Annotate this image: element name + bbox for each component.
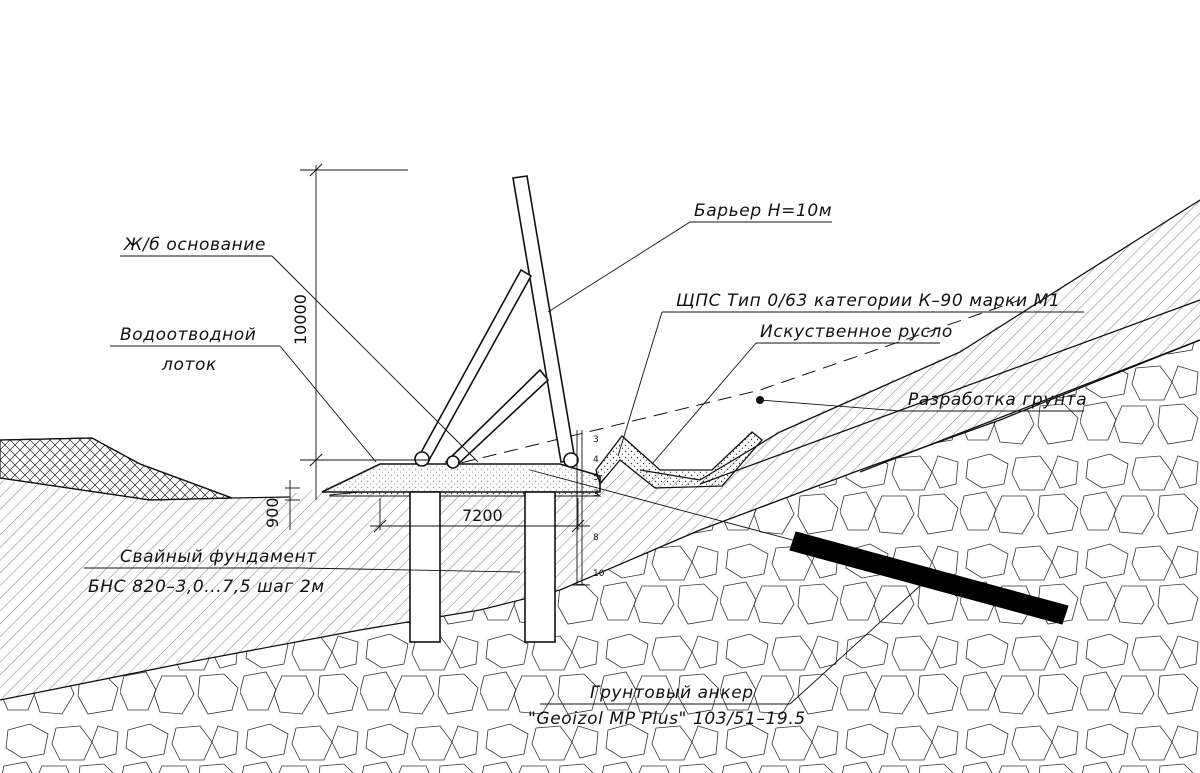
label-pile-line2: БНС 820–3,0...7,5 шаг 2м xyxy=(88,577,325,597)
pile-right xyxy=(524,491,556,643)
dim-4: 4 xyxy=(593,455,599,465)
dim-3a: 3 xyxy=(593,435,599,445)
label-barrier: Барьер Н=10м xyxy=(694,201,832,221)
label-base: Ж/б основание xyxy=(123,235,266,255)
barrier-post xyxy=(512,175,576,463)
label-gravel: ЩПС Тип 0/63 категории К–90 марки М1 xyxy=(676,291,1060,311)
label-anchor-line2: "Geoizol MP Plus" 103/51–19.5 xyxy=(528,709,806,729)
dim-height: 10000 xyxy=(291,294,310,345)
label-tray-line1: Водоотводной xyxy=(120,325,256,345)
label-anchor-line1: Грунтовый анкер xyxy=(590,683,754,703)
label-channel: Искуственное русло xyxy=(760,322,953,342)
label-tray-line2: лоток xyxy=(161,355,217,375)
label-excavation: Разработка грунта xyxy=(908,390,1087,410)
dim-8: 8 xyxy=(593,533,599,543)
excavation-dashed-line xyxy=(439,299,1021,469)
dim-5: 5 xyxy=(593,473,599,483)
barrier-hinge-mid xyxy=(446,455,460,469)
dim-3b: 3 xyxy=(593,489,599,499)
barrier-hinge-right xyxy=(563,452,579,468)
dim-10: 10 xyxy=(593,569,605,579)
label-pile-line1: Свайный фундамент xyxy=(120,547,317,567)
ground-anchor xyxy=(789,531,1069,625)
dim-width: 7200 xyxy=(462,506,503,525)
dim-depth: 900 xyxy=(263,497,282,528)
pile-left xyxy=(409,491,441,643)
barrier-hinge-left xyxy=(414,451,430,467)
artificial-channel xyxy=(595,431,763,489)
